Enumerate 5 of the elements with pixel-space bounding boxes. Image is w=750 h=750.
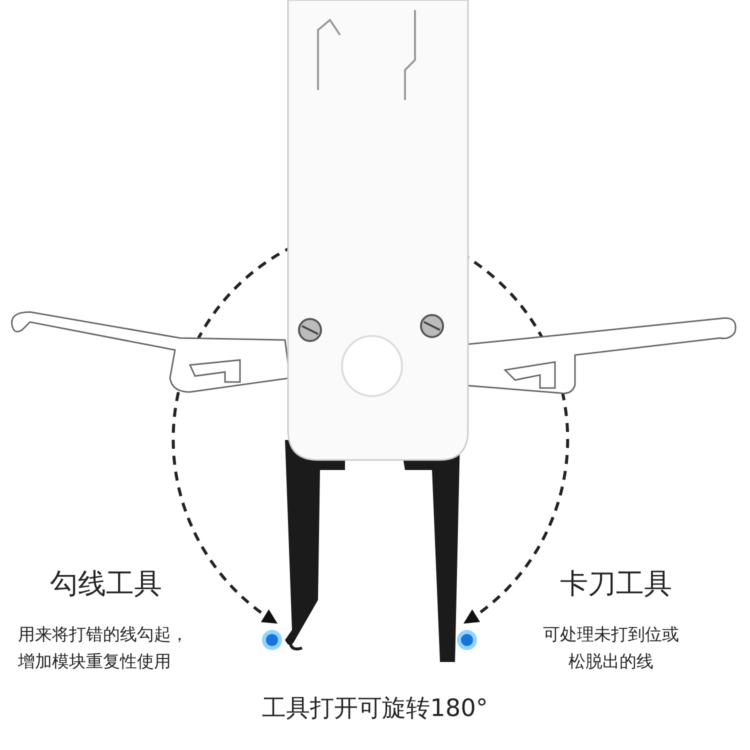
tool-name: 卡刀工具 [560,566,672,602]
description-text: 用来将打错的线勾起，增加模块重复性使用 [18,624,189,674]
tool-name: 勾线工具 [50,566,162,602]
caption-text: 工具打开可旋转180° [262,694,488,722]
description-text: 可处理未打到位或松脱出的线 [542,624,680,674]
